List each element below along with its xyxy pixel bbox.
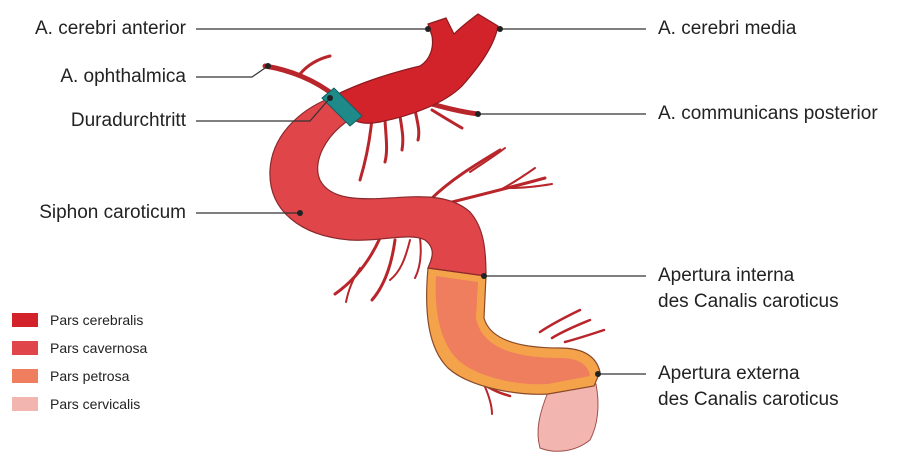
legend-label: Pars cavernosa <box>50 340 147 356</box>
legend-item-cervicalis: Pars cervicalis <box>12 390 202 418</box>
legend-label: Pars cerebralis <box>50 312 143 328</box>
label-apertura-externa-line2: des Canalis caroticus <box>658 388 839 412</box>
label-apertura-interna-line2: des Canalis caroticus <box>658 290 839 314</box>
legend-item-petrosa: Pars petrosa <box>12 362 202 390</box>
legend-swatch <box>12 341 38 355</box>
label-apertura-interna-line1: Apertura interna <box>658 264 794 288</box>
legend-swatch <box>12 369 38 383</box>
legend-label: Pars cervicalis <box>50 396 140 412</box>
label-apertura-externa-line1: Apertura externa <box>658 362 800 386</box>
legend-swatch <box>12 397 38 411</box>
legend: Pars cerebralis Pars cavernosa Pars petr… <box>12 306 202 418</box>
label-duradurchtritt: Duradurchtritt <box>71 109 186 133</box>
label-ophthalmica: A. ophthalmica <box>60 65 186 89</box>
label-cerebri-media: A. cerebri media <box>658 17 796 41</box>
label-communicans-posterior: A. communicans posterior <box>658 102 878 126</box>
label-cerebri-anterior: A. cerebri anterior <box>35 17 186 41</box>
pars-cerebralis-segment <box>330 14 498 123</box>
legend-label: Pars petrosa <box>50 368 129 384</box>
label-siphon-caroticum: Siphon caroticum <box>39 201 186 225</box>
legend-swatch <box>12 313 38 327</box>
legend-item-cerebralis: Pars cerebralis <box>12 306 202 334</box>
legend-item-cavernosa: Pars cavernosa <box>12 334 202 362</box>
